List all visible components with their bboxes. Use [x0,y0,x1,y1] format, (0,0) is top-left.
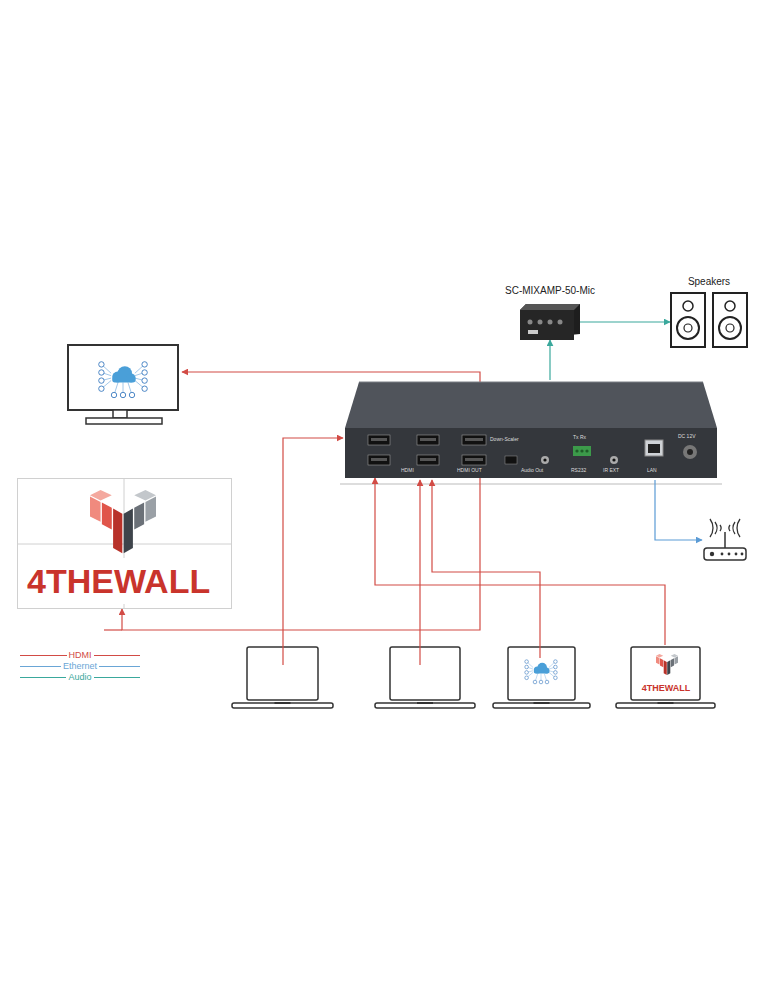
laptop [616,647,715,708]
legend-row: Audio [20,672,140,683]
monitor [68,345,178,424]
node-text: Audio Out [521,468,543,474]
node-text: HDMI [401,468,414,474]
node-text: SC-MIXAMP-50-Mic [505,285,595,297]
legend-text: Ethernet [61,661,99,672]
node-text: Speakers [688,276,730,288]
laptop [375,647,475,708]
node-text: LAN [647,468,657,474]
connector [375,478,665,645]
node-text: RS232 [571,468,586,474]
hdmi-wire [419,480,420,665]
cloud-icon [525,660,557,684]
node-shape [616,645,716,709]
laptop-with-logo: 4THEWALL [616,645,716,709]
logo-mark [656,654,678,675]
router [704,519,746,560]
connector [580,321,670,322]
cloud-icon [99,362,148,398]
legend-text: Audio [66,672,93,683]
node-text: Tx Rx [573,435,586,441]
connector [549,340,550,380]
node-shape [670,292,748,348]
hdmi-wire [182,372,480,383]
node-text: 4THEWALL [631,683,701,693]
hdmi-wire [283,438,343,665]
legend-row: HDMI [20,650,140,661]
node-shape [520,304,580,340]
laptop [493,647,590,708]
hdmi-wire [432,480,540,658]
legend: HDMIEthernetAudio [20,650,140,683]
legend-text: HDMI [67,650,94,661]
hdmi-wire [104,629,122,630]
shelf-line [340,484,722,485]
legend-row: Ethernet [20,661,140,672]
logo-mark [90,490,156,553]
node-text: IR EXT [603,468,619,474]
video-wall: 4THEWALL [17,478,232,609]
node-text: HDMI OUT [457,468,482,474]
node-text: 4THEWALL [27,562,210,601]
node-text: Down-Scaler [490,437,519,443]
ethernet-wire [655,480,702,540]
amplifier-box: SC-MIXAMP-50-Mic [520,304,580,340]
node-text: DC 12V [678,434,696,440]
node-shape [345,380,717,478]
speaker-pair: Speakers [670,292,748,348]
hdmi-switcher: Down-Scaler Tx Rx DC 12V HDMI HDMI OUT Audio … [345,380,717,478]
